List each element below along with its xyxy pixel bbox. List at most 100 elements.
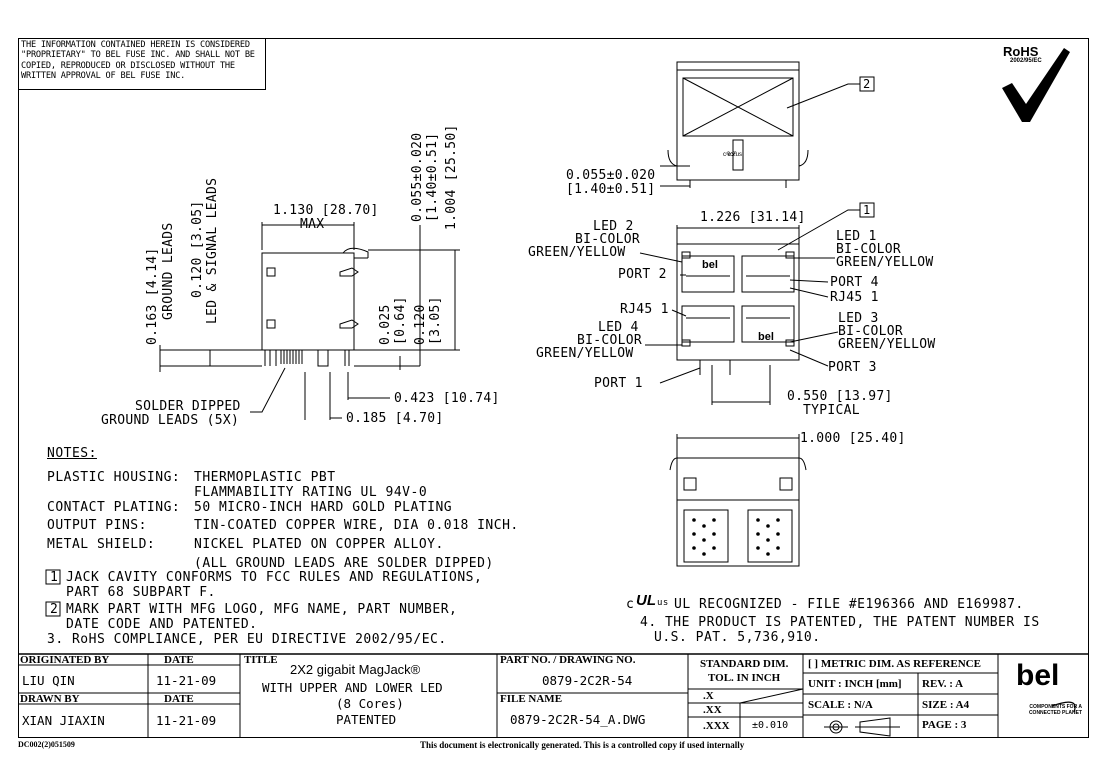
led3-line2: BI-COLOR xyxy=(838,324,904,339)
dim-423: 0.423 [10.74] xyxy=(394,391,500,406)
note1-number: 1 xyxy=(50,570,59,585)
note-label-shield: METAL SHIELD: xyxy=(47,537,156,552)
bottom-view-drawing xyxy=(669,434,807,567)
ul-suffix: us xyxy=(657,598,669,608)
port2-label: PORT 2 xyxy=(618,267,667,282)
callout-2-number: 2 xyxy=(863,77,871,91)
note-box-2 xyxy=(45,601,61,617)
port1-label: PORT 1 xyxy=(594,376,643,391)
note-value-pins: TIN-COATED COPPER WIRE, DIA 0.018 INCH. xyxy=(194,518,519,533)
led2-line1: LED 2 xyxy=(593,219,634,234)
side-tol-dim-mm: [1.40±0.51] xyxy=(425,132,440,222)
tol-x-label: .X xyxy=(703,690,714,702)
note-value-plating: 50 MICRO-INCH HARD GOLD PLATING xyxy=(194,500,453,515)
top-tol-in: 0.055±0.020 xyxy=(566,168,656,183)
rohs-directive: 2002/95/EC xyxy=(1010,58,1042,64)
metric-reference: [ ] METRIC DIM. AS REFERENCE xyxy=(808,658,981,670)
note3: 3. RoHS COMPLIANCE, PER EU DIRECTIVE 200… xyxy=(47,632,447,647)
title-line-1: 2X2 gigabit MagJack® xyxy=(290,662,421,677)
bel-tagline: COMPONENTS FOR A CONNECTED PLANET xyxy=(1028,704,1082,716)
originated-date-label: DATE xyxy=(164,654,194,666)
note4-line-a: 4. THE PRODUCT IS PATENTED, THE PATENT N… xyxy=(640,615,1040,630)
dim-025-mm: [0.64] xyxy=(393,296,408,345)
led2-line2: BI-COLOR xyxy=(575,232,641,247)
note2-line-b: DATE CODE AND PATENTED. xyxy=(66,617,258,632)
originated-by-label: ORIGINATED BY xyxy=(20,654,110,666)
side-max-dim: 1.130 [28.70] xyxy=(273,203,379,218)
originated-date: 11-21-09 xyxy=(156,673,217,688)
callout-1-number: 1 xyxy=(863,203,871,217)
rohs-check-icon xyxy=(1002,48,1070,122)
top-tol-mm: [1.40±0.51] xyxy=(566,182,656,197)
drawn-by: XIAN JIAXIN xyxy=(22,713,105,728)
note-label-pins: OUTPUT PINS: xyxy=(47,518,147,533)
led1-line3: GREEN/YELLOW xyxy=(836,255,934,270)
typ-label: TYPICAL xyxy=(803,403,860,418)
title-label: TITLE xyxy=(244,654,278,666)
ul-text: UL RECOGNIZED - FILE #E196366 AND E16998… xyxy=(674,597,1024,612)
led4-line1: LED 4 xyxy=(598,320,639,335)
drawing-frame xyxy=(18,38,1089,738)
bel-logo: bel xyxy=(1016,659,1060,692)
note-value-solder: (ALL GROUND LEADS ARE SOLDER DIPPED) xyxy=(194,556,494,571)
note-label-housing: PLASTIC HOUSING: xyxy=(47,470,181,485)
note-label-plating: CONTACT PLATING: xyxy=(47,500,181,515)
port3-label: PORT 3 xyxy=(828,360,877,375)
tol-xxx-label: .XXX xyxy=(703,720,730,732)
signal-leads-label: LED & SIGNAL LEADS xyxy=(205,177,220,324)
dim-025-in: 0.025 xyxy=(378,304,393,345)
led4-line3: GREEN/YELLOW xyxy=(536,346,634,361)
side-view-drawing xyxy=(159,222,460,420)
dim-120-mm: [3.05] xyxy=(428,296,443,345)
tol-xxx-value: ±0.010 xyxy=(752,720,789,731)
drawn-by-label: DRAWN BY xyxy=(20,693,80,705)
solder-label-1: SOLDER DIPPED xyxy=(135,399,241,414)
led3-line3: GREEN/YELLOW xyxy=(838,337,936,352)
ul-logo-icon: UL xyxy=(636,592,656,609)
note-box-1 xyxy=(45,569,61,585)
front-width-dim: 1.226 [31.14] xyxy=(700,210,806,225)
third-angle-projection-icon xyxy=(824,717,900,737)
file-name-label: FILE NAME xyxy=(500,693,563,705)
bottom-width-dim: 1.000 [25.40] xyxy=(800,431,906,446)
note2-number: 2 xyxy=(50,602,59,617)
top-view-drawing xyxy=(660,61,860,188)
drawn-date: 11-21-09 xyxy=(156,713,217,728)
front-view-drawing xyxy=(639,209,860,405)
unit-label: UNIT : INCH [mm] xyxy=(808,678,902,690)
solder-label-2: GROUND LEADS (5X) xyxy=(101,413,240,428)
page-label: PAGE : 3 xyxy=(922,719,967,731)
note1-line-b: PART 68 SUBPART F. xyxy=(66,585,216,600)
tol-xx-label: .XX xyxy=(703,704,722,716)
std-dim-label-1: STANDARD DIM. xyxy=(700,658,789,670)
note2-line-a: MARK PART WITH MFG LOGO, MFG NAME, PART … xyxy=(66,602,458,617)
front-bel-logo-top: bel xyxy=(702,259,718,271)
note-value-shield: NICKEL PLATED ON COPPER ALLOY. xyxy=(194,537,444,552)
signal-leads-dim: 0.120 [3.05] xyxy=(190,200,205,298)
rev-label: REV. : A xyxy=(922,678,964,690)
title-block-lines xyxy=(18,653,1089,738)
bottom-view-pins xyxy=(692,518,780,556)
bel-logo-icon xyxy=(1051,701,1076,713)
led3-line1: LED 3 xyxy=(838,311,879,326)
ground-leads-dim: 0.163 [4.14] xyxy=(145,247,160,345)
side-height-dim: 1.004 [25.50] xyxy=(444,124,459,230)
drawn-date-label: DATE xyxy=(164,693,194,705)
title-line-3: (8 Cores) xyxy=(336,696,404,711)
part-no: 0879-2C2R-54 xyxy=(542,673,633,688)
rohs-label: RoHS xyxy=(1003,44,1039,59)
callout-box-2 xyxy=(859,76,875,92)
doc-code: DC002(2)051509 xyxy=(18,740,75,749)
note-value-flammability: FLAMMABILITY RATING UL 94V-0 xyxy=(194,485,428,500)
size-label: SIZE : A4 xyxy=(922,699,970,711)
dim-120-in: 0.120 xyxy=(413,304,428,345)
originated-by: LIU QIN xyxy=(22,673,75,688)
note4-line-b: U.S. PAT. 5,736,910. xyxy=(654,630,821,645)
std-dim-label-2: TOL. IN INCH xyxy=(708,672,781,684)
top-ul-mark: c𝓤𝓛us xyxy=(723,152,743,158)
rj45-right-label: RJ45 1 xyxy=(830,290,879,305)
title-line-2: WITH UPPER AND LOWER LED xyxy=(262,680,443,695)
title-line-4: PATENTED xyxy=(336,712,397,727)
callout-box-1 xyxy=(859,202,875,218)
